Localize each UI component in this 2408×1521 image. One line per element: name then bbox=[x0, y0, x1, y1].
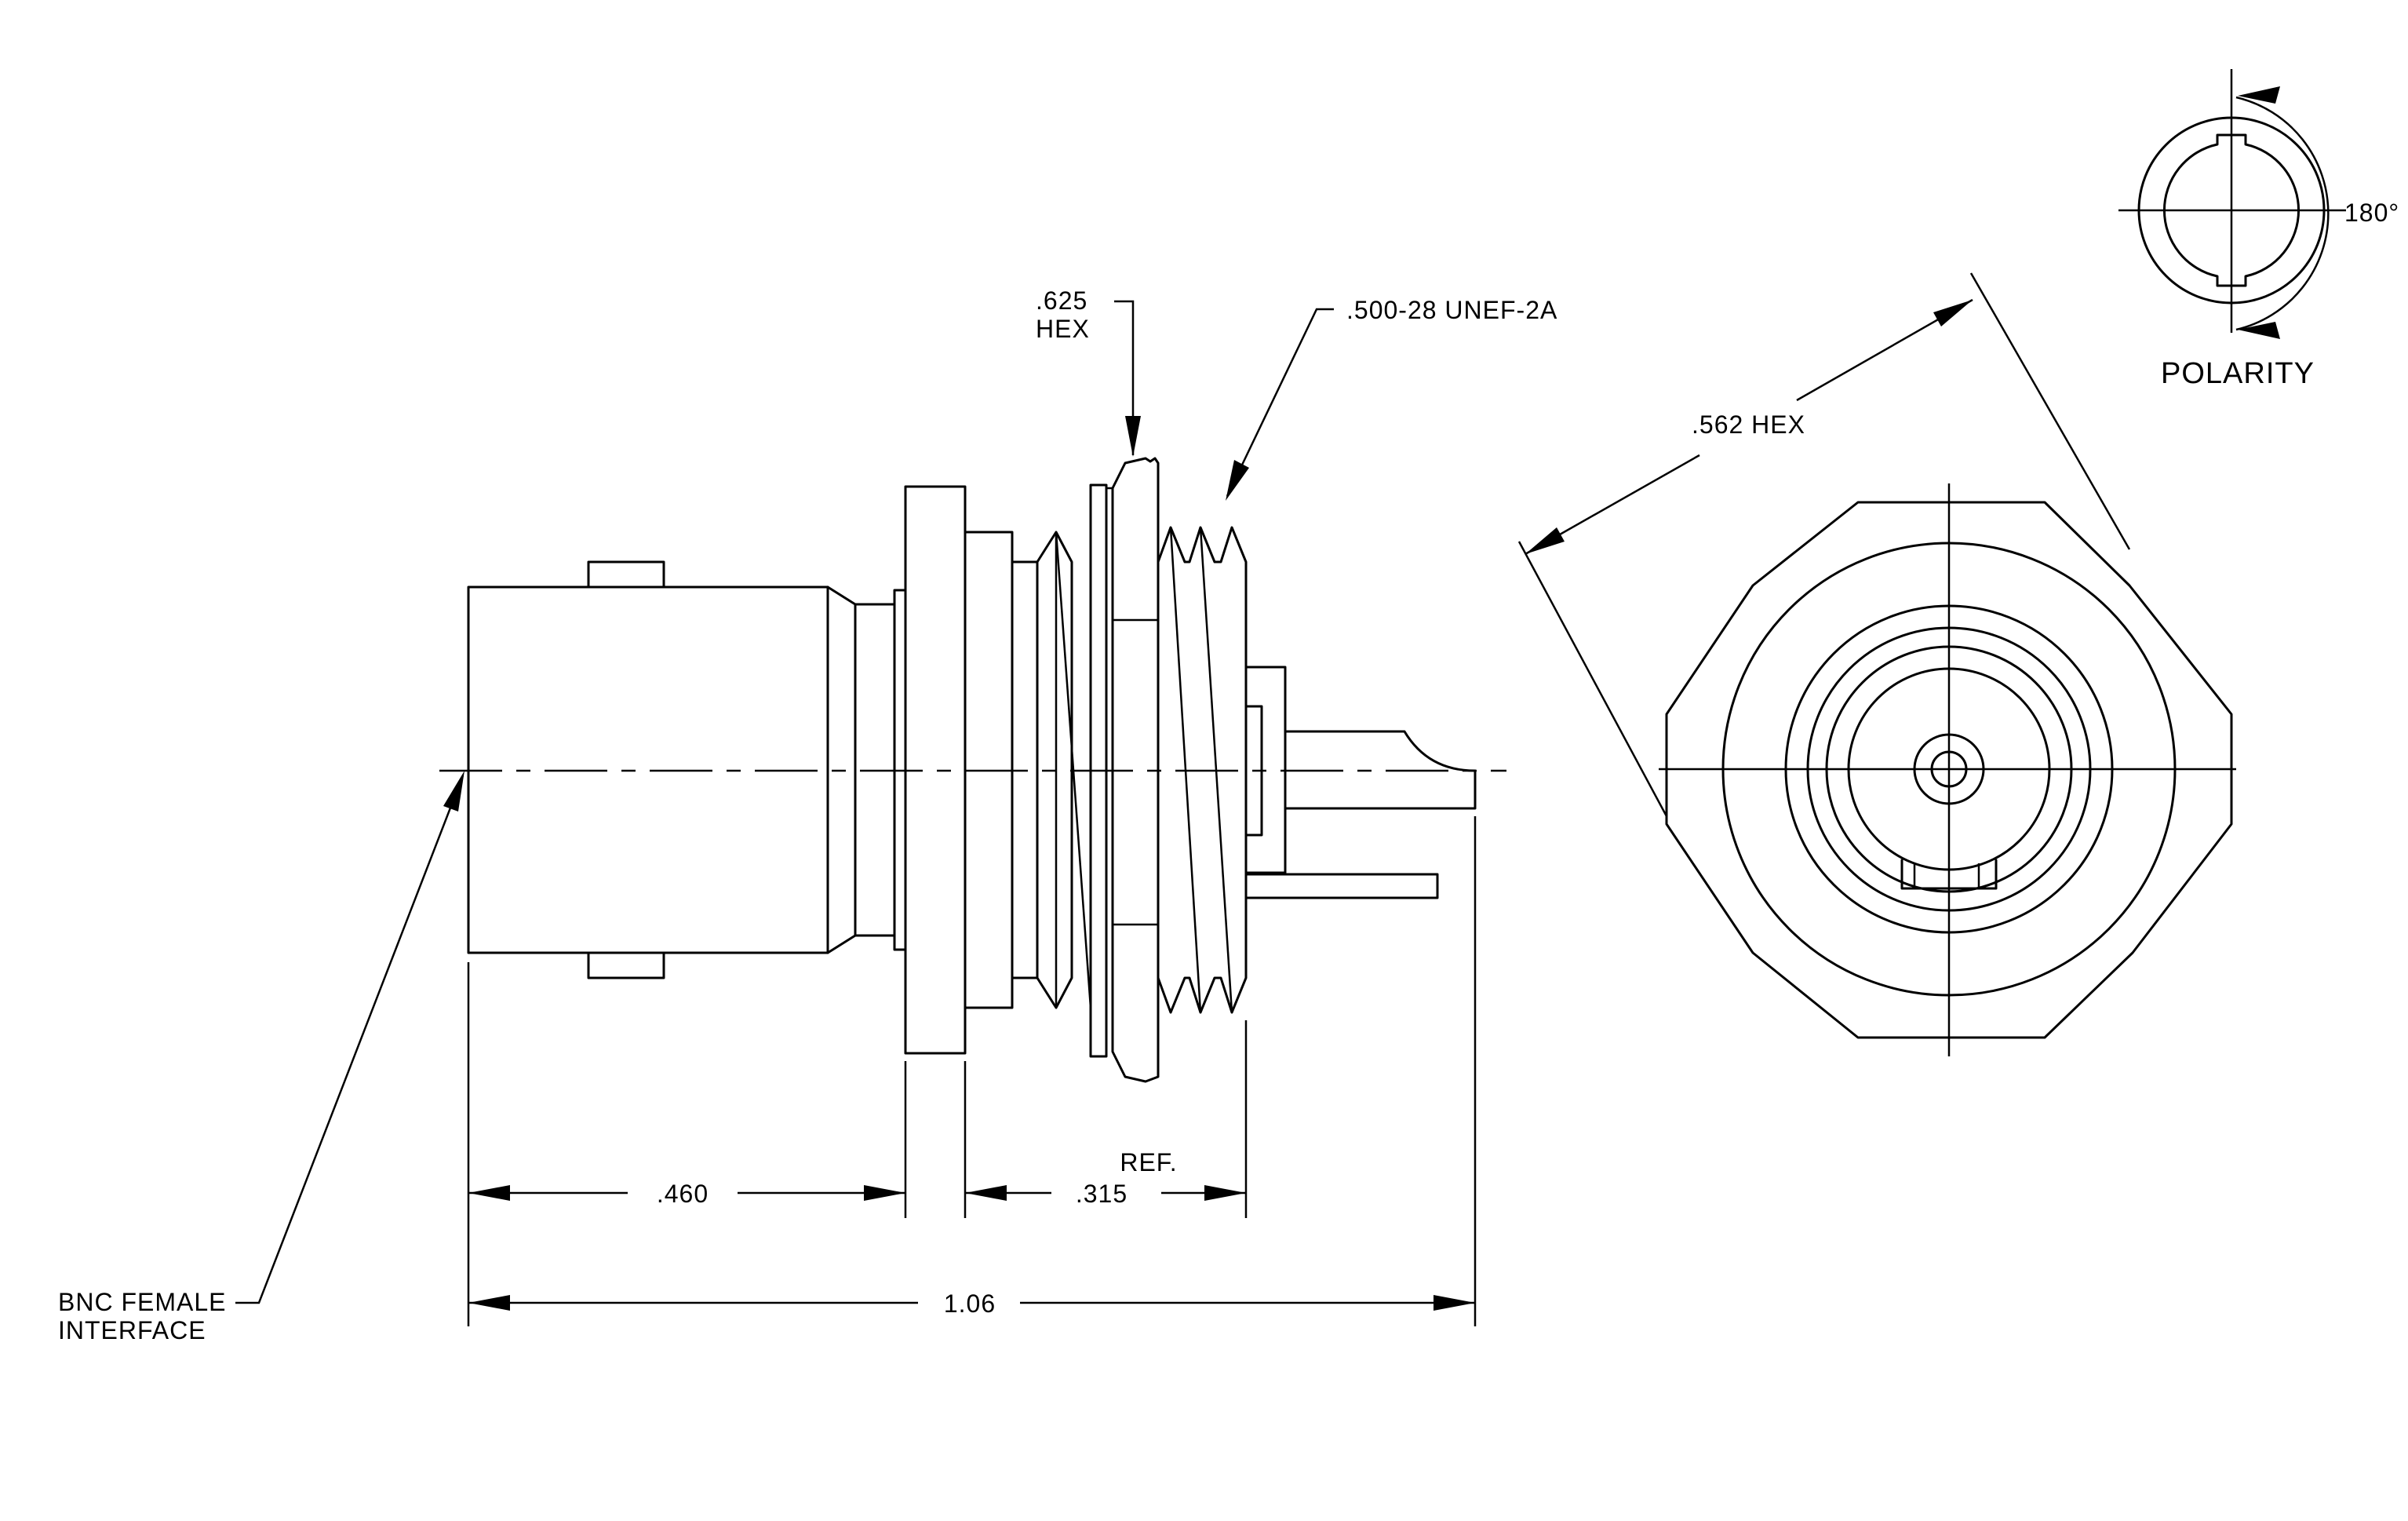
polarity-label: POLARITY bbox=[2161, 357, 2315, 390]
ref-label: REF. bbox=[1120, 1148, 1177, 1176]
flange-step-2 bbox=[1011, 560, 1039, 979]
dim-106-label: 1.06 bbox=[944, 1289, 996, 1318]
dim-315: REF. .315 bbox=[965, 1148, 1246, 1208]
polarity-detail: 180° POLARITY bbox=[2118, 69, 2399, 390]
bayonet-pin-top bbox=[587, 560, 665, 589]
bayonet-pin-bottom bbox=[587, 951, 665, 979]
ground-tab bbox=[1244, 873, 1439, 899]
front-view: .562 HEX bbox=[1517, 272, 2236, 1056]
thread-label: .500-28 UNEF-2A bbox=[1346, 296, 1557, 324]
lock-washer bbox=[1089, 483, 1108, 1058]
dim-460-label: .460 bbox=[657, 1180, 709, 1208]
dim-315-label: .315 bbox=[1076, 1180, 1127, 1208]
leader-thread: .500-28 UNEF-2A bbox=[1226, 296, 1557, 501]
leader-625-hex: .625 HEX bbox=[1036, 286, 1141, 457]
thread-crest bbox=[1199, 527, 1233, 1013]
hex-625-line2: HEX bbox=[1036, 315, 1090, 343]
dim-106: 1.06 bbox=[468, 1289, 1475, 1318]
leader-bnc: BNC FEMALE INTERFACE bbox=[58, 771, 464, 1344]
dimensions: .460 REF. .315 1.06 .625 HEX bbox=[58, 286, 1557, 1344]
polarity-keyed-circle bbox=[2163, 133, 2300, 287]
dim-562-hex: .562 HEX bbox=[1517, 272, 2131, 817]
hex-625-line1: .625 bbox=[1036, 286, 1087, 315]
thread-crest bbox=[1169, 527, 1202, 1013]
bnc-label-line2: INTERFACE bbox=[58, 1316, 206, 1344]
polarity-arc bbox=[2235, 96, 2330, 331]
rear-shoulder-inner bbox=[1244, 705, 1263, 837]
hex-562-label: .562 HEX bbox=[1692, 410, 1805, 439]
bnc-label-line1: BNC FEMALE bbox=[58, 1288, 226, 1316]
angle-label: 180° bbox=[2344, 199, 2399, 227]
side-view bbox=[439, 457, 1506, 1083]
thread-left bbox=[1036, 531, 1073, 1009]
hex-nut bbox=[1111, 457, 1160, 1083]
solder-cup bbox=[1284, 730, 1477, 810]
thread-crest bbox=[1055, 531, 1092, 1009]
dim-460: .460 bbox=[468, 1180, 905, 1208]
